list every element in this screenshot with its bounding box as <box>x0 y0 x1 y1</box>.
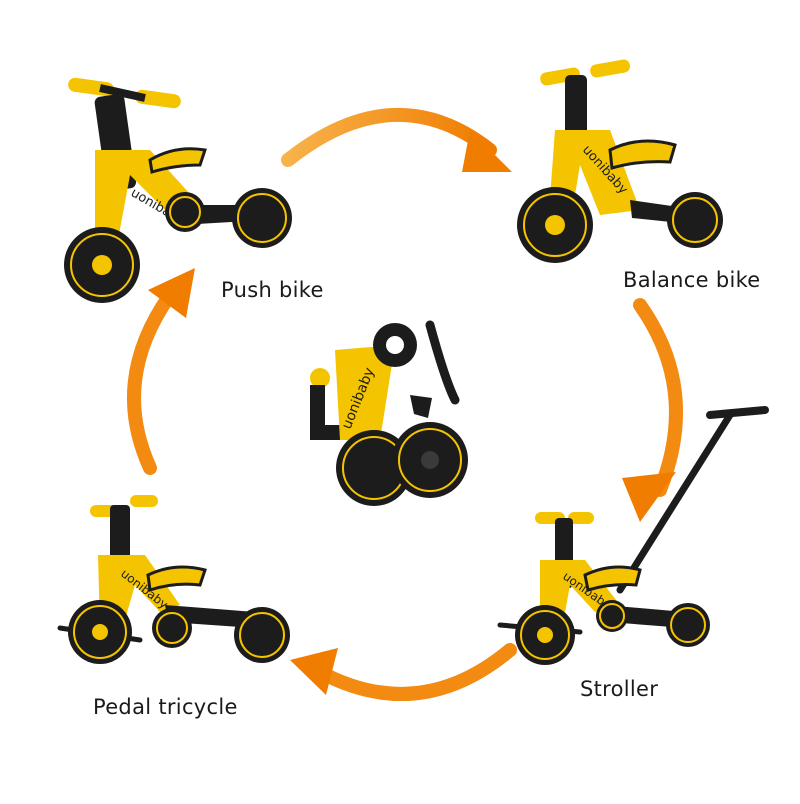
arrow-pedal-to-push <box>127 268 195 475</box>
arrow-balance-to-stroller <box>622 298 683 522</box>
balance-bike-label: Balance bike <box>623 268 761 292</box>
pedal-tricycle-label: Pedal tricycle <box>93 695 238 719</box>
folded-bike-illustration: uonibaby <box>310 320 468 506</box>
push-bike-illustration: uonibaby <box>64 77 292 303</box>
arrow-push-to-balance <box>281 108 512 172</box>
push-bike-label: Push bike <box>221 278 324 302</box>
stroller-illustration: uonibaby <box>497 406 769 665</box>
balance-bike-illustration: uonibaby <box>517 59 723 263</box>
pedal-tricycle-illustration: uonibaby <box>57 495 290 664</box>
arrow-stroller-to-pedal <box>290 643 517 701</box>
stroller-label: Stroller <box>580 677 659 701</box>
